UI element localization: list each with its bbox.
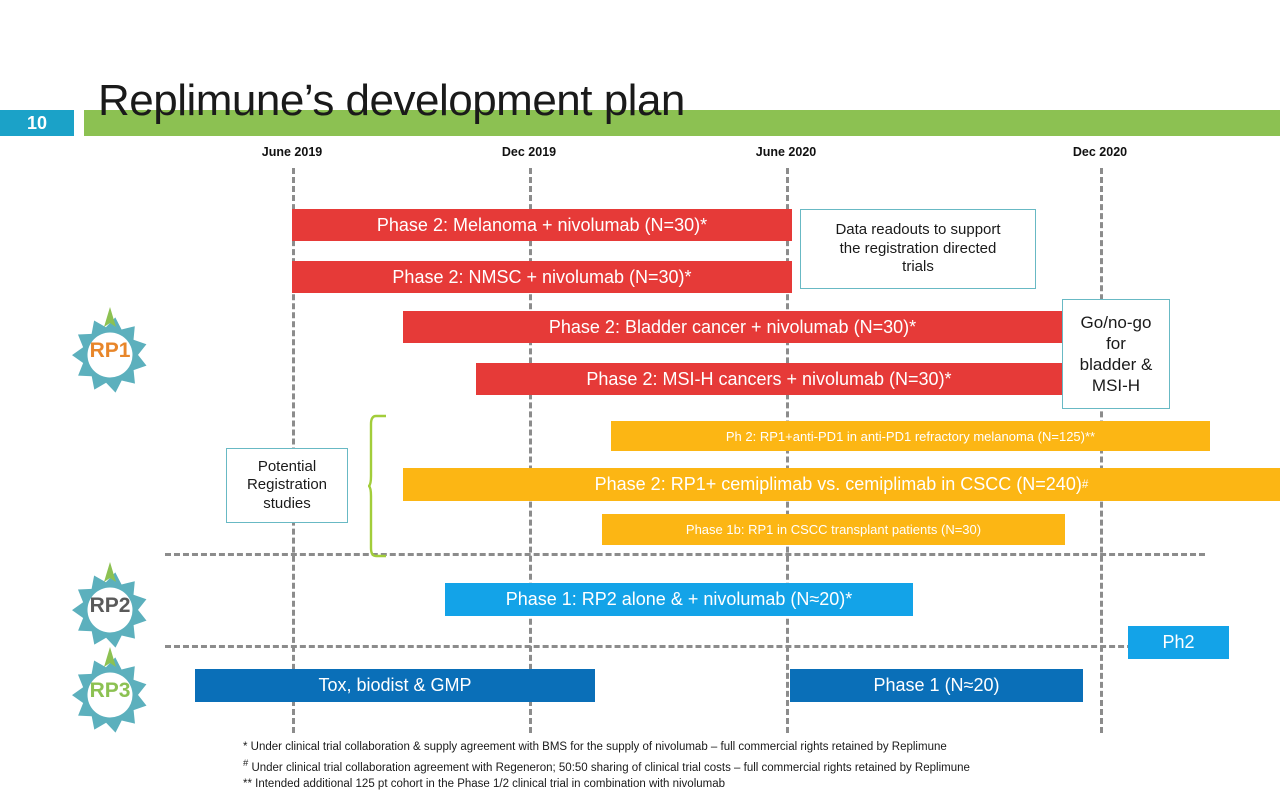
bar-rp2-alone-nivolumab[interactable]: Phase 1: RP2 alone & + nivolumab (N≈20)* (445, 583, 913, 616)
bar-label: Ph 2: RP1+anti-PD1 in anti-PD1 refractor… (725, 428, 1096, 444)
callout-line: bladder & (1079, 355, 1153, 374)
footnote-marker: ** (243, 778, 252, 791)
timeline-label-3: Dec 2020 (1072, 145, 1128, 159)
bar-label: Phase 2: Melanoma + nivolumab (N=30)* (376, 214, 708, 235)
bar-rp1-cscc-transplant[interactable]: Phase 1b: RP1 in CSCC transplant patient… (602, 514, 1065, 545)
footnote-2: # Under clinical trial collaboration agr… (243, 756, 970, 777)
bar-label: Phase 1 (N≈20) (873, 675, 1000, 695)
page-title: Replimune’s development plan (98, 76, 685, 126)
footnote-marker: # (243, 756, 249, 768)
callout-line: the registration directed (839, 239, 997, 257)
bar-melanoma-nivolumab[interactable]: Phase 2: Melanoma + nivolumab (N=30)* (292, 209, 792, 241)
bar-msi-h-cancers-nivolumab[interactable]: Phase 2: MSI-H cancers + nivolumab (N=30… (476, 363, 1062, 395)
starburst-icon (72, 647, 147, 733)
bar-label: Phase 2: NMSC + nivolumab (N=30)* (392, 266, 692, 287)
bar-label: Phase 2: Bladder cancer + nivolumab (N=3… (548, 316, 917, 337)
timeline-label-1: Dec 2019 (501, 145, 557, 159)
callout-line: Registration (246, 476, 328, 494)
callout-line: MSI-H (1091, 376, 1141, 396)
rp1-rp2-divider (165, 553, 1205, 556)
footnote-1: * Under clinical trial collaboration & s… (243, 739, 970, 756)
timeline-label-0: June 2019 (261, 145, 323, 159)
header-accent-bar (84, 110, 1280, 136)
milestone-rp1[interactable]: RP1 (62, 303, 158, 399)
bar-bladder-cancer-nivolumab[interactable]: Phase 2: Bladder cancer + nivolumab (N=3… (403, 311, 1062, 343)
bar-label: Phase 1: RP2 alone & + nivolumab (N≈20)* (505, 589, 853, 609)
footnote-text: Intended additional 125 pt cohort in the… (251, 778, 726, 791)
gridline-1 (529, 168, 532, 733)
callout-line: Data readouts to support (835, 221, 1001, 239)
callout-line: Potential (257, 457, 317, 475)
callout-line: for (1106, 333, 1126, 353)
footnote-text: Under clinical trial collaboration & sup… (247, 741, 947, 753)
registration-brace-icon (368, 414, 386, 558)
page-number-badge: 10 (0, 110, 74, 136)
bar-nmsc-nivolumab[interactable]: Phase 2: NMSC + nivolumab (N=30)* (292, 261, 792, 293)
bar-label: Ph2 (1162, 632, 1195, 652)
milestone-rp2[interactable]: RP2 (62, 558, 158, 654)
callout-line: Go/no-go (1080, 312, 1152, 332)
footnote-text: Under clinical trial collaboration agree… (248, 761, 970, 774)
starburst-icon (72, 307, 147, 393)
bar-rp3-phase1[interactable]: Phase 1 (N≈20) (790, 669, 1083, 702)
starburst-icon (72, 562, 147, 648)
bar-rp1-cemiplimab-cscc[interactable]: Phase 2: RP1+ cemiplimab vs. cemiplimab … (403, 468, 1280, 501)
bar-tox-biodist-gmp[interactable]: Tox, biodist & GMP (195, 669, 595, 702)
bar-label: Phase 2: RP1+ cemiplimab vs. cemiplimab … (594, 474, 1082, 494)
bar-label: Phase 2: MSI-H cancers + nivolumab (N=30… (586, 368, 952, 389)
bar-label: Phase 1b: RP1 in CSCC transplant patient… (685, 522, 982, 537)
milestone-rp3[interactable]: RP3 (62, 643, 158, 739)
bar-rp2-ph2[interactable]: Ph2 (1128, 626, 1229, 659)
callout-line: studies (263, 494, 311, 512)
callout-line: trials (902, 258, 934, 276)
footnotes: * Under clinical trial collaboration & s… (243, 739, 970, 793)
footnote-marker: * (243, 741, 248, 753)
timeline-label-2: June 2020 (755, 145, 817, 159)
footnote-3: ** Intended additional 125 pt cohort in … (243, 776, 970, 793)
rp2-rp3-divider (165, 645, 1205, 648)
bar-label: Tox, biodist & GMP (318, 675, 472, 695)
bar-rp1-antipd1-refractory-melanoma[interactable]: Ph 2: RP1+anti-PD1 in anti-PD1 refractor… (611, 421, 1210, 451)
